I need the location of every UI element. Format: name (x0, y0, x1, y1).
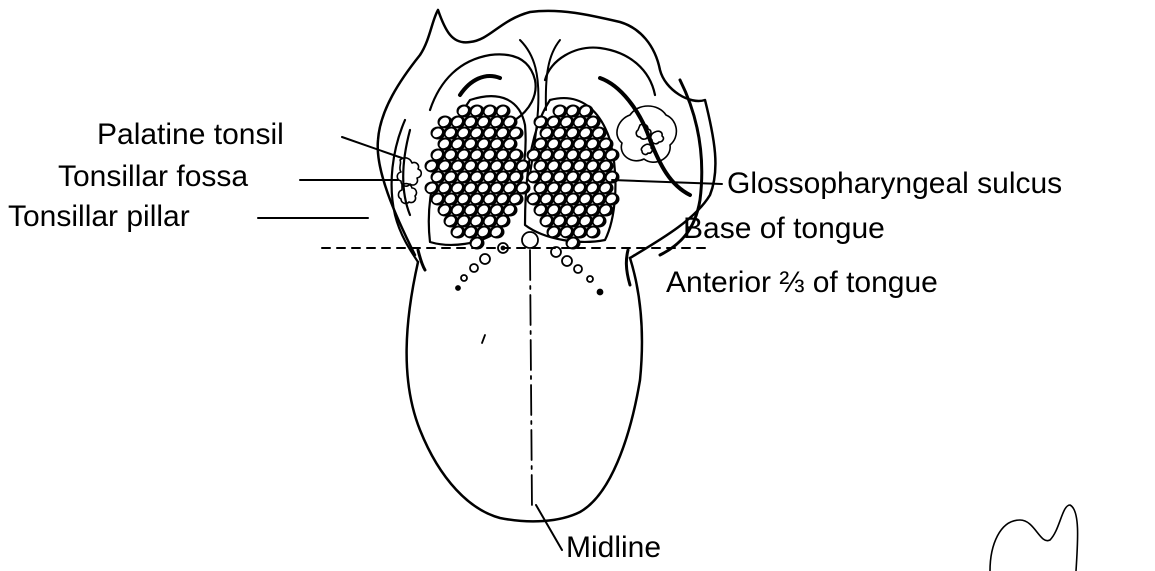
label-glossopharyngeal-sulcus: Glossopharyngeal sulcus (727, 167, 1062, 201)
pillar-right-lower (626, 250, 630, 285)
pillar-left-lower (418, 250, 425, 270)
leader-midline (536, 505, 562, 550)
lingual-tonsil-left-cells (425, 105, 531, 250)
midline-dashdot-line (530, 250, 532, 510)
tongue-tick-mark (482, 335, 485, 343)
palatine-tonsil-left (397, 158, 421, 204)
label-base-of-tongue: Base of tongue (683, 212, 885, 246)
lateral-fold-left (460, 76, 500, 95)
label-midline: Midline (566, 531, 661, 565)
tongue-outline (407, 258, 642, 521)
leader-glossopharyngeal-sulcus (612, 180, 722, 184)
epiglottis-inner-right (545, 48, 655, 95)
label-tonsillar-pillar: Tonsillar pillar (8, 200, 190, 234)
label-tonsillar-fossa: Tonsillar fossa (58, 160, 248, 194)
lingual-tonsil-right-cells (527, 105, 620, 250)
decorative-squiggle (990, 505, 1078, 571)
label-anterior-two-thirds: Anterior ⅔ of tongue (666, 266, 938, 300)
label-palatine-tonsil: Palatine tonsil (97, 118, 284, 152)
leader-palatine-tonsil (342, 137, 402, 158)
